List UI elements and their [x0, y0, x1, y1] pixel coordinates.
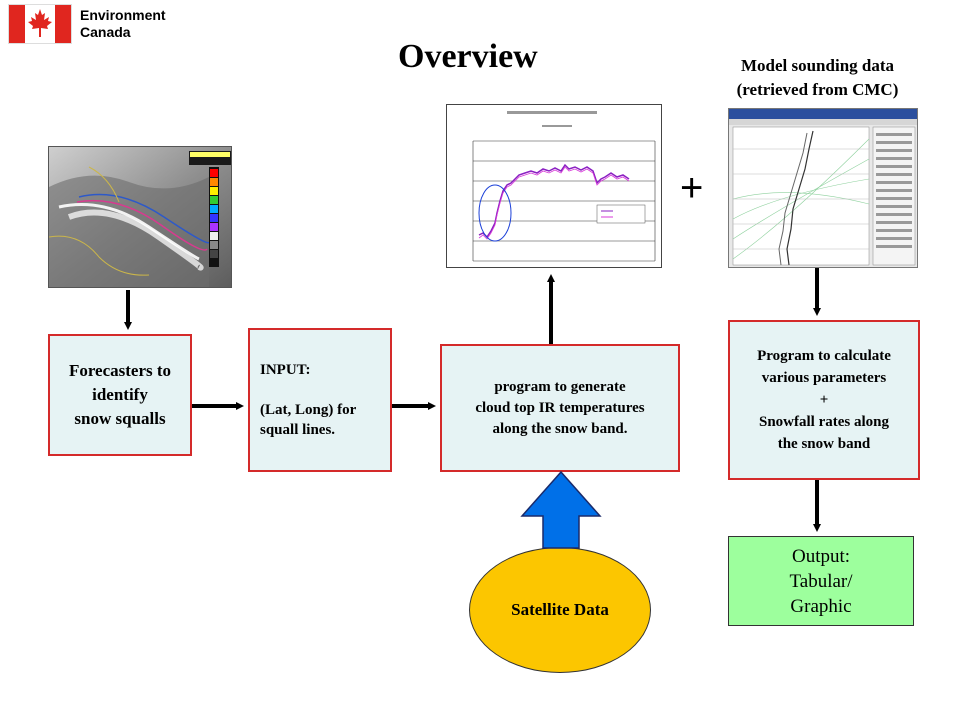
canada-flag-icon — [8, 4, 72, 44]
plus-sign: + — [680, 166, 704, 210]
output-label: Output: Tabular/ Graphic — [789, 545, 853, 617]
satellite-image-thumbnail — [48, 146, 232, 288]
model-caption-line-2: (retrieved from CMC) — [736, 80, 899, 99]
program-generate-box: program to generate cloud top IR tempera… — [440, 344, 680, 472]
skew-t-sounding-plot — [729, 109, 917, 266]
satellite-imagery — [49, 147, 231, 287]
program-generate-label: program to generate cloud top IR tempera… — [475, 378, 645, 437]
slide-title: Overview — [398, 38, 538, 75]
program-calculate-label: Program to calculate various parameters … — [757, 348, 891, 452]
ir-temperature-plot — [472, 111, 656, 262]
forecasters-box: Forecasters to identify snow squalls — [48, 334, 192, 456]
maple-leaf-icon — [28, 9, 52, 37]
satellite-data-ellipse: Satellite Data — [469, 547, 651, 673]
logo-line-1: Environment — [80, 7, 166, 23]
forecasters-label: Forecasters to identify snow squalls — [68, 361, 172, 428]
output-box: Output: Tabular/ Graphic — [728, 536, 914, 626]
input-box: INPUT: (Lat, Long) for squall lines. — [248, 328, 392, 472]
model-sounding-software-thumbnail — [728, 108, 918, 268]
input-label: INPUT: (Lat, Long) for squall lines. — [260, 362, 357, 438]
environment-canada-logo: Environment Canada — [8, 4, 166, 44]
ir-temperature-chart-thumbnail — [446, 104, 662, 268]
logo-line-2: Canada — [80, 24, 131, 40]
arrow-satellite-to-program — [520, 470, 602, 549]
program-calculate-box: Program to calculate various parameters … — [728, 320, 920, 480]
logo-wordmark: Environment Canada — [80, 7, 166, 41]
model-sounding-caption: Model sounding data (retrieved from CMC) — [700, 54, 935, 102]
model-caption-line-1: Model sounding data — [740, 56, 895, 75]
satellite-data-label: Satellite Data — [511, 600, 609, 619]
